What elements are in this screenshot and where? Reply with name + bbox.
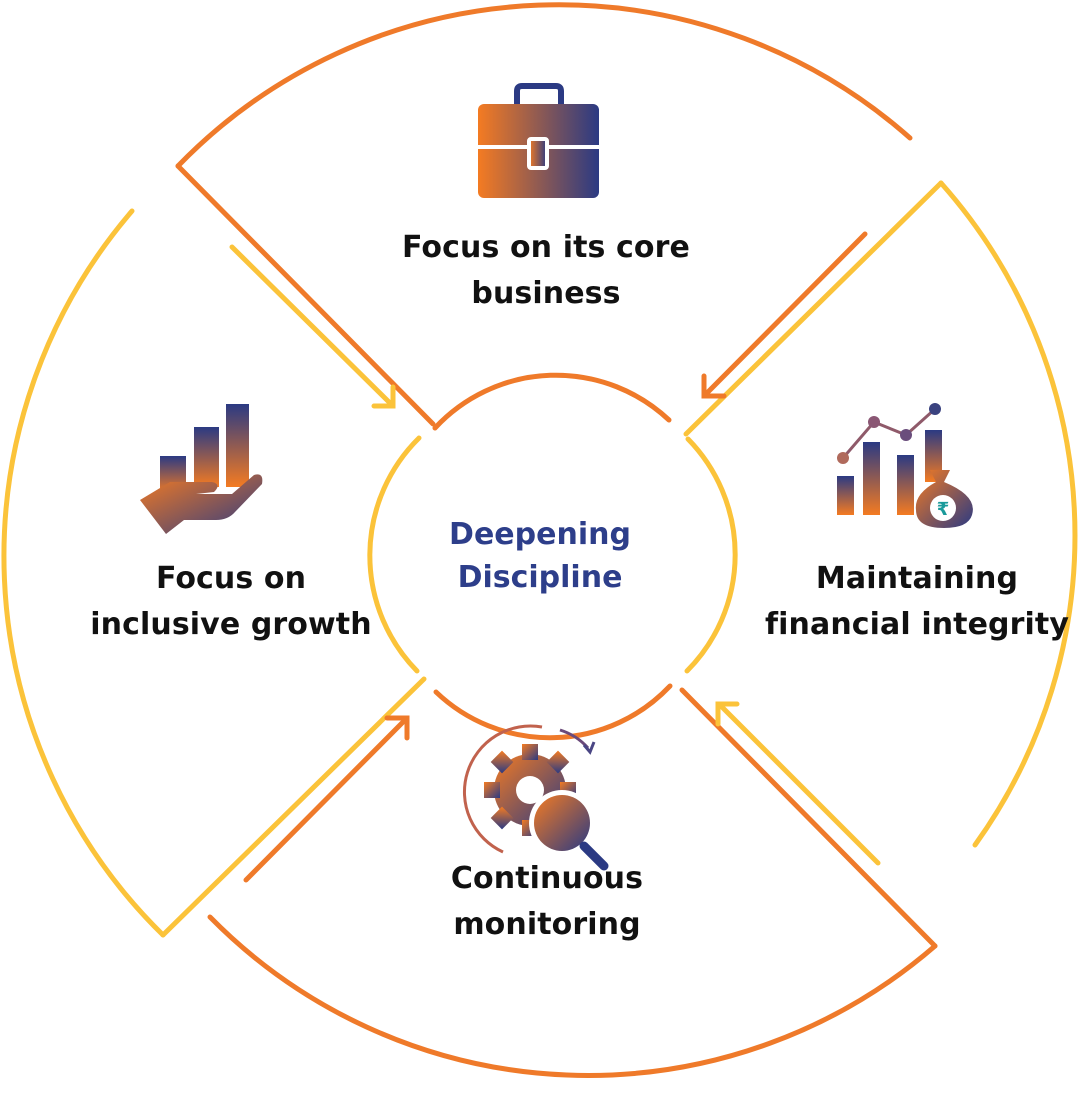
center-circle	[367, 372, 738, 741]
segment-right-label-line2: financial integrity	[764, 607, 1069, 642]
center-title-line1: Deepening	[449, 517, 631, 552]
segment-bottom-label: Continuous monitoring	[412, 856, 682, 948]
arrow-bottom-left	[243, 715, 410, 883]
segment-right-label: Maintaining financial integrity	[742, 556, 1092, 648]
segment-top-label: Focus on its core business	[386, 225, 706, 317]
segment-bottom-label-line2: monitoring	[453, 907, 641, 942]
segment-top-outline	[175, 2, 913, 427]
financial-growth-money-bag-icon: ₹	[837, 403, 973, 528]
svg-text:₹: ₹	[937, 499, 950, 520]
segment-right-label-line1: Maintaining	[815, 561, 1019, 596]
segment-left-outline	[1, 208, 427, 938]
arrow-top-left	[229, 244, 396, 409]
arrow-bottom-right	[715, 701, 881, 866]
center-title: Deepening Discipline	[420, 513, 660, 599]
segment-bottom-label-line1: Continuous	[450, 861, 644, 896]
center-title-line2: Discipline	[457, 560, 623, 595]
segment-top-label-line1: Focus on its core	[402, 230, 690, 265]
arrow-top-right	[701, 231, 868, 399]
segment-top-label-line2: business	[471, 276, 621, 311]
segment-left-label-line2: inclusive growth	[90, 607, 372, 642]
hand-growth-chart-icon	[140, 404, 263, 534]
segment-left-label: Focus on inclusive growth	[86, 556, 376, 648]
gear-magnifier-icon	[463, 724, 609, 871]
segment-bottom-outline	[207, 687, 938, 1078]
briefcase-icon	[478, 83, 599, 198]
segment-right-outline	[683, 180, 1078, 848]
segment-left-label-line1: Focus on	[155, 561, 307, 596]
